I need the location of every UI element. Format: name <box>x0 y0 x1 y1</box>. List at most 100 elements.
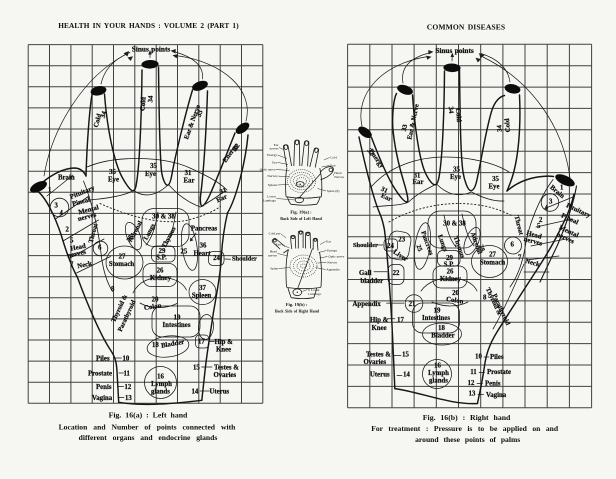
svg-text:31: 31 <box>219 186 229 195</box>
svg-text:12: 12 <box>125 384 132 391</box>
svg-text:Bladder: Bladder <box>431 333 454 340</box>
svg-text:nerves: nerves <box>523 236 543 248</box>
svg-text:8: 8 <box>483 295 487 302</box>
svg-text:Eye: Eye <box>145 171 156 178</box>
svg-text:35: 35 <box>492 176 499 183</box>
svg-text:28: 28 <box>126 233 136 243</box>
svg-text:Appendix: Appendix <box>326 268 340 272</box>
svg-text:17: 17 <box>198 339 205 346</box>
svg-text:Lymph: Lymph <box>428 370 449 377</box>
svg-text:Piles: Piles <box>490 354 504 361</box>
svg-text:Shoulder: Shoulder <box>353 242 378 249</box>
svg-text:Colon: Colon <box>446 296 464 306</box>
svg-text:Kidney: Kidney <box>150 275 172 282</box>
svg-text:12: 12 <box>468 380 475 387</box>
svg-text:Cold pts: Cold pts <box>269 232 281 236</box>
svg-text:Ovaries: Ovaries <box>364 359 387 366</box>
svg-text:33: 33 <box>196 109 205 118</box>
svg-text:Optic nerve: Optic nerve <box>328 255 344 259</box>
svg-text:11: 11 <box>470 369 477 376</box>
svg-text:S.P.: S.P. <box>444 262 455 269</box>
svg-text:13: 13 <box>469 391 476 398</box>
svg-text:34: 34 <box>447 106 455 114</box>
svg-text:15: 15 <box>193 365 200 372</box>
svg-text:Spine (6): Spine (6) <box>327 189 340 193</box>
svg-text:32: 32 <box>232 142 242 152</box>
svg-text:22: 22 <box>393 270 400 277</box>
svg-text:Prostate: Prostate <box>487 369 511 376</box>
svg-text:19: 19 <box>174 315 181 322</box>
svg-text:34: 34 <box>147 95 155 103</box>
svg-text:Optic nerve: Optic nerve <box>260 168 276 172</box>
svg-text:31: 31 <box>380 186 390 195</box>
svg-text:Ear: Ear <box>184 178 195 185</box>
svg-text:Energy: Energy <box>267 153 277 157</box>
svg-text:28: 28 <box>477 244 486 253</box>
svg-text:Eye: Eye <box>489 184 500 191</box>
svg-text:Cold: Cold <box>504 118 512 133</box>
svg-text:Testes &: Testes & <box>214 365 239 372</box>
svg-text:20: 20 <box>152 297 159 304</box>
svg-text:Nerves: Nerves <box>327 261 337 265</box>
svg-text:Energy: Energy <box>327 249 337 253</box>
svg-text:COMMON DISEASES: COMMON DISEASES <box>427 23 505 32</box>
svg-text:Sinus points: Sinus points <box>132 45 171 54</box>
svg-text:Intestines: Intestines <box>163 322 191 329</box>
svg-text:14: 14 <box>192 389 199 396</box>
svg-text:16: 16 <box>157 374 164 381</box>
svg-text:Intestines: Intestines <box>422 315 450 322</box>
svg-text:Ear: Ear <box>380 192 393 203</box>
svg-text:different organs and endocrine: different organs and endocrine glands <box>79 433 218 442</box>
svg-text:Fig. 19(a) :: Fig. 19(a) : <box>290 210 312 215</box>
svg-text:Sinus points: Sinus points <box>435 46 474 55</box>
svg-text:Eye: Eye <box>276 243 282 247</box>
svg-text:Spleen: Spleen <box>268 183 278 187</box>
svg-text:34: 34 <box>100 110 109 119</box>
svg-text:35: 35 <box>150 163 157 170</box>
svg-text:Ear: Ear <box>215 193 228 204</box>
svg-text:Lumbago: Lumbago <box>308 292 321 296</box>
svg-text:Eye: Eye <box>330 164 336 168</box>
svg-text:Stomach: Stomach <box>480 260 506 267</box>
svg-text:Eye: Eye <box>450 174 461 181</box>
svg-text:Gall: Gall <box>359 270 372 277</box>
svg-text:Cold: Cold <box>139 97 147 112</box>
svg-text:Ear: Ear <box>274 143 280 147</box>
svg-text:Stomach: Stomach <box>109 261 135 268</box>
svg-text:31: 31 <box>185 170 192 177</box>
svg-text:1: 1 <box>560 185 564 192</box>
svg-text:Cold: Cold <box>454 108 462 123</box>
svg-text:36: 36 <box>200 243 207 250</box>
svg-text:10: 10 <box>475 354 482 361</box>
svg-text:nerves: nerves <box>67 249 87 260</box>
svg-text:Piles: Piles <box>96 356 110 363</box>
svg-text:20: 20 <box>452 290 459 297</box>
svg-text:nerves: nerves <box>77 211 97 223</box>
svg-text:Spine: Spine <box>270 267 278 271</box>
svg-text:24: 24 <box>213 255 220 262</box>
svg-text:nerves: nerves <box>268 254 278 258</box>
svg-text:Lumbago: Lumbago <box>263 199 276 203</box>
svg-text:3: 3 <box>55 203 59 210</box>
svg-text:glands: glands <box>151 389 170 396</box>
svg-text:6: 6 <box>98 245 102 252</box>
svg-text:Prostate: Prostate <box>88 371 112 378</box>
svg-text:Head: Head <box>334 171 341 175</box>
svg-text:Penis: Penis <box>96 384 112 391</box>
svg-text:Uterus: Uterus <box>210 389 230 396</box>
svg-text:5: 5 <box>70 238 74 245</box>
svg-text:25: 25 <box>415 244 424 253</box>
svg-text:bladder: bladder <box>361 278 384 285</box>
svg-text:33: 33 <box>401 123 409 132</box>
svg-text:8: 8 <box>111 286 115 293</box>
svg-text:around these points of palms: around these points of palms <box>415 435 520 444</box>
svg-text:34: 34 <box>496 124 504 132</box>
svg-text:Eye: Eye <box>272 161 278 165</box>
svg-text:Knee: Knee <box>216 347 231 354</box>
svg-text:HEALTH IN YOUR HANDS : VOLUME: HEALTH IN YOUR HANDS : VOLUME 2 (PART 1) <box>58 21 239 30</box>
svg-text:30 & 38: 30 & 38 <box>152 214 175 221</box>
svg-text:Appendix: Appendix <box>353 301 382 308</box>
svg-text:Head: Head <box>526 230 543 241</box>
svg-text:31: 31 <box>414 173 421 180</box>
svg-text:13: 13 <box>125 395 132 402</box>
